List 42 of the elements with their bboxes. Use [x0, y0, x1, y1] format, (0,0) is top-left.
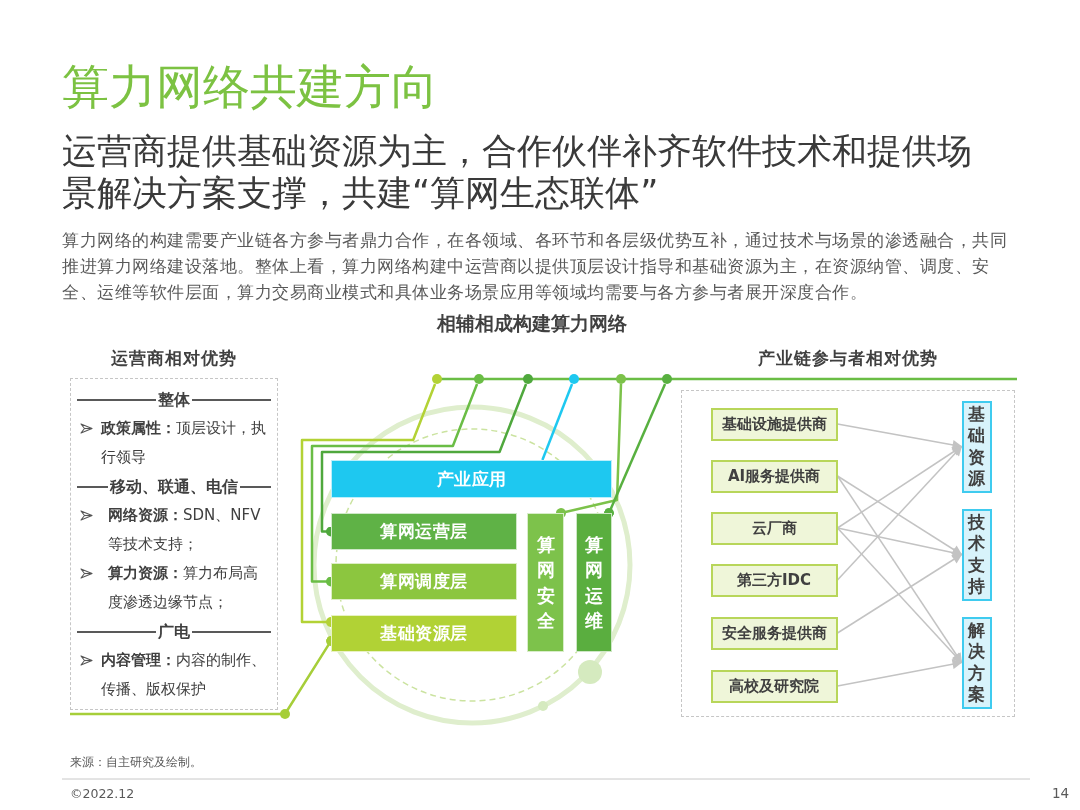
- layer-bar: 产业应用: [331, 460, 612, 498]
- participant-box: 安全服务提供商: [710, 616, 838, 650]
- copyright-note: ©2022.12: [70, 785, 135, 802]
- bullet-text: 内容管理：内容的制作、传播、版权保护: [101, 651, 266, 698]
- participant-box: 第三方IDC: [710, 563, 838, 597]
- bus-line: [432, 374, 1017, 384]
- participant-box: AI服务提供商: [710, 459, 838, 493]
- participant-box: 高校及研究院: [710, 669, 838, 703]
- arrow: [836, 659, 963, 687]
- arrow: [836, 475, 963, 556]
- group-heading: 整体: [157, 389, 191, 411]
- category-box: 基础资源: [961, 400, 992, 493]
- layer-bar: 算网运营层: [331, 513, 517, 550]
- layer-column: 算网安全: [527, 513, 564, 652]
- group-heading: 广电: [157, 621, 191, 643]
- page-title: 算力网络共建方向: [62, 60, 438, 114]
- category-box: 技术支持: [961, 508, 992, 601]
- connector-line: [300, 383, 437, 628]
- connector-line: [556, 383, 623, 518]
- intro-paragraph: 算力网络的构建需要产业链各方参与者鼎力合作，在各领域、各环节和各层级优势互补，通过技术与场景的渗透融合，共同推进算力网络建设落地。整体上看，算力网络构建中运营商以提供顶层设计指导和基础资源为主，在资源纳管、调度、安全、运维等软件层面，算力交易商业模式和具体业务场景应用等领域均需要与各方参与者展开深度合作。: [62, 229, 1008, 304]
- bullet-text: 网络资源：SDN、NFV等技术支持；: [108, 506, 261, 553]
- group-heading: 移动、联通、电信: [108, 476, 239, 498]
- layer-bar: 算网调度层: [331, 563, 517, 600]
- layer-column: 算网运维: [576, 513, 612, 652]
- category-box: 解决方案: [961, 616, 992, 709]
- bullet-text: 算力资源：算力布局高度渗透边缘节点；: [108, 564, 258, 611]
- participant-box: 云厂商: [710, 511, 838, 545]
- connector-line: [604, 383, 667, 518]
- panel-heading: 产业链参与者相对优势: [758, 347, 938, 369]
- diagram-heading: 相辅相成构建算力网络: [437, 311, 627, 335]
- arrow: [836, 423, 963, 450]
- layer-bar: 基础资源层: [331, 615, 517, 652]
- participant-box: 基础设施提供商: [710, 407, 838, 441]
- page-number: 14: [1052, 785, 1070, 802]
- source-note: 来源：自主研究及绘制。: [70, 754, 202, 770]
- connector-line: [320, 383, 528, 537]
- bullet-text: 政策属性：顶层设计，执行领导: [101, 419, 266, 466]
- panel-heading: 运营商相对优势: [111, 347, 237, 369]
- arrow: [836, 553, 963, 634]
- connector-line: [541, 383, 574, 461]
- connector-line: [310, 383, 479, 587]
- subtitle: 运营商提供基础资源为主，合作伙伴补齐软件技术和提供场景解决方案支撑，共建“算网生态联体”: [62, 130, 973, 214]
